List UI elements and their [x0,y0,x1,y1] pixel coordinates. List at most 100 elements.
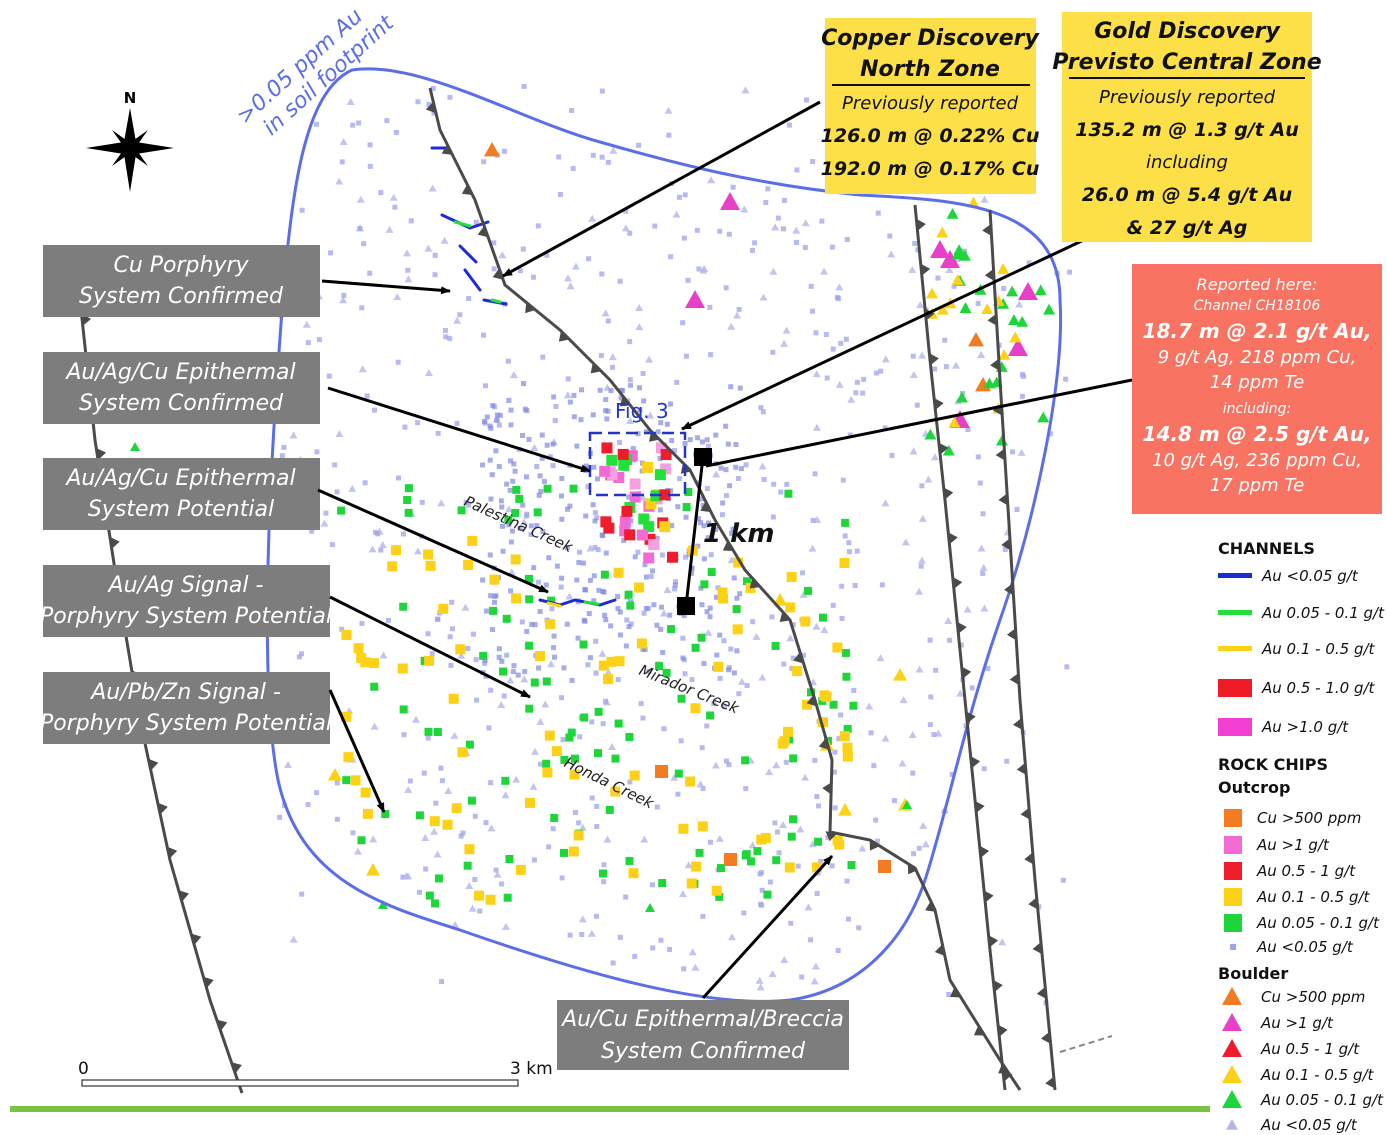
reported-l5: 14 ppm Te [1210,372,1305,393]
legend-outcrop-label: Au 0.1 - 0.5 g/t [1256,888,1371,906]
legend-channel-swatch [1218,573,1252,578]
north-label: N [124,89,137,107]
gold-r1: 135.2 m @ 1.3 g/t Au [1075,119,1298,141]
reported-box-bg [1132,264,1382,514]
legend-channel-label: Au 0.1 - 0.5 g/t [1261,640,1376,658]
legend-boulder-label: Au 0.5 - 1 g/t [1260,1040,1360,1058]
legend-channel-swatch [1218,718,1252,736]
callout-cu-porphyry-box [43,245,320,317]
copper-sub: Previously reported [842,93,1019,114]
legend-outcrop-swatch [1224,836,1242,854]
gold-discovery-box: Gold Discovery Previsto Central Zone Pre… [1052,12,1322,242]
reported-l6: including: [1223,401,1291,417]
callout-epithermal-potential-box [43,458,320,530]
legend-channels-title: CHANNELS [1218,539,1315,558]
scale-1km-end-bottom [677,597,695,615]
gold-title1: Gold Discovery [1094,19,1281,44]
bottom-green-line [10,1106,1210,1112]
fig3-label: Fig. 3 [615,399,669,423]
copper-title2: North Zone [860,57,1000,82]
scale-end: 3 km [510,1059,553,1079]
gold-sub: Previously reported [1099,87,1276,108]
legend-outcrop-swatch [1224,914,1242,932]
legend-channel-swatch [1218,679,1252,697]
legend-outcrop-label: Au <0.05 g/t [1256,938,1354,956]
legend-boulder-swatch [1222,1065,1242,1083]
gold-r3: & 27 g/t Ag [1127,217,1248,239]
pointer-arrows [317,100,1133,1000]
legend-boulder-swatch [1222,1039,1242,1057]
legend-outcrop-title: Outcrop [1218,778,1290,797]
copper-r2: 192.0 m @ 0.17% Cu [821,158,1040,180]
reported-l7: 14.8 m @ 2.5 g/t Au, [1143,422,1372,446]
scale-1km-end-top [694,448,712,466]
fig3-box [588,431,687,497]
legend-channel-label: Au 0.05 - 0.1 g/t [1261,604,1385,622]
callout-au-ag-signal-line2: Porphyry System Potential [40,604,332,629]
legend-boulder-swatch [1222,1013,1242,1031]
callout-au-pb-zn-box [43,672,330,744]
reported-l2: Channel CH18106 [1194,298,1321,314]
callout-epithermal-confirmed-line2: System Confirmed [79,391,284,416]
legend-boulder-swatch [1222,987,1242,1005]
gold-r2: 26.0 m @ 5.4 g/t Au [1082,184,1292,206]
callout-epithermal-potential-line1: Au/Ag/Cu Epithermal [64,466,295,491]
copper-title1: Copper Discovery [821,26,1040,51]
legend-boulder-swatch [1222,1090,1242,1108]
callout-au-ag-signal-line1: Au/Ag Signal - [107,573,264,598]
reported-l8: 10 g/t Ag, 236 ppm Cu, [1152,450,1362,471]
north-arrow: N [86,89,174,192]
legend-outcrop-swatch [1230,944,1236,950]
scale-start: 0 [78,1059,89,1079]
legend-rock-title: ROCK CHIPS [1218,755,1328,774]
callout-epithermal-confirmed-box [43,352,320,424]
reported-l4: 9 g/t Ag, 218 ppm Cu, [1158,347,1357,368]
callouts-left: Cu Porphyry System Confirmed Au/Ag/Cu Ep… [40,245,332,744]
callout-epithermal-potential-line2: System Potential [88,497,274,522]
legend: CHANNELS Au <0.05 g/tAu 0.05 - 0.1 g/tAu… [1218,539,1385,1134]
legend-outcrop-label: Au 0.5 - 1 g/t [1256,862,1356,880]
callout-cu-porphyry-line1: Cu Porphyry [113,253,249,278]
channel-traces [430,146,617,608]
legend-channel-label: Au 0.5 - 1.0 g/t [1261,679,1376,697]
callout-epithermal-confirmed-line1: Au/Ag/Cu Epithermal [64,360,295,385]
scale-bar: 0 3 km [78,1059,553,1087]
callout-breccia-line1: Au/Cu Epithermal/Breccia [560,1007,844,1032]
gold-incl: including [1146,152,1228,173]
gold-title2: Previsto Central Zone [1052,50,1321,75]
soil-footprint-outline [265,67,1063,1003]
legend-channel-swatch [1218,646,1252,651]
copper-box-bg [825,18,1036,194]
reported-l3: 18.7 m @ 2.1 g/t Au, [1143,319,1372,343]
legend-channel-label: Au >1.0 g/t [1261,718,1349,736]
callout-au-pb-zn-line1: Au/Pb/Zn Signal - [89,680,281,705]
thrust-fault-east2 [988,209,1057,1091]
legend-boulder-label: Au 0.1 - 0.5 g/t [1260,1066,1375,1084]
sample-points [130,83,1073,1020]
legend-boulder-title: Boulder [1218,964,1288,983]
legend-outcrop-label: Au >1 g/t [1256,836,1330,854]
callout-au-pb-zn-line2: Porphyry System Potential [40,711,332,736]
reported-here-box: Reported here: Channel CH18106 18.7 m @ … [1132,264,1382,514]
honda-creek-label: Honda Creek [561,753,657,812]
callout-breccia-box [557,1000,849,1070]
reported-l9: 17 ppm Te [1210,475,1305,496]
legend-channel-swatch [1218,610,1252,615]
legend-outcrop-label: Au 0.05 - 0.1 g/t [1256,914,1380,932]
legend-outcrop-swatch [1224,809,1242,827]
legend-outcrop-label: Cu >500 ppm [1257,809,1361,827]
scale-1km-line [684,456,705,607]
legend-outcrop-swatch [1224,862,1242,880]
callout-breccia-line2: System Confirmed [601,1039,806,1064]
legend-outcrop-swatch [1224,888,1242,906]
legend-boulder-label: Cu >500 ppm [1261,988,1365,1006]
legend-boulder-label: Au <0.05 g/t [1260,1116,1358,1134]
dashed-fault [1059,1035,1113,1053]
thrust-fault-central [428,87,1022,1091]
callout-bottom: Au/Cu Epithermal/Breccia System Confirme… [557,1000,849,1070]
copper-discovery-box: Copper Discovery North Zone Previously r… [821,18,1040,194]
legend-boulder-label: Au 0.05 - 0.1 g/t [1260,1091,1384,1109]
copper-r1: 126.0 m @ 0.22% Cu [821,125,1040,147]
callout-au-ag-signal-box [43,565,330,637]
